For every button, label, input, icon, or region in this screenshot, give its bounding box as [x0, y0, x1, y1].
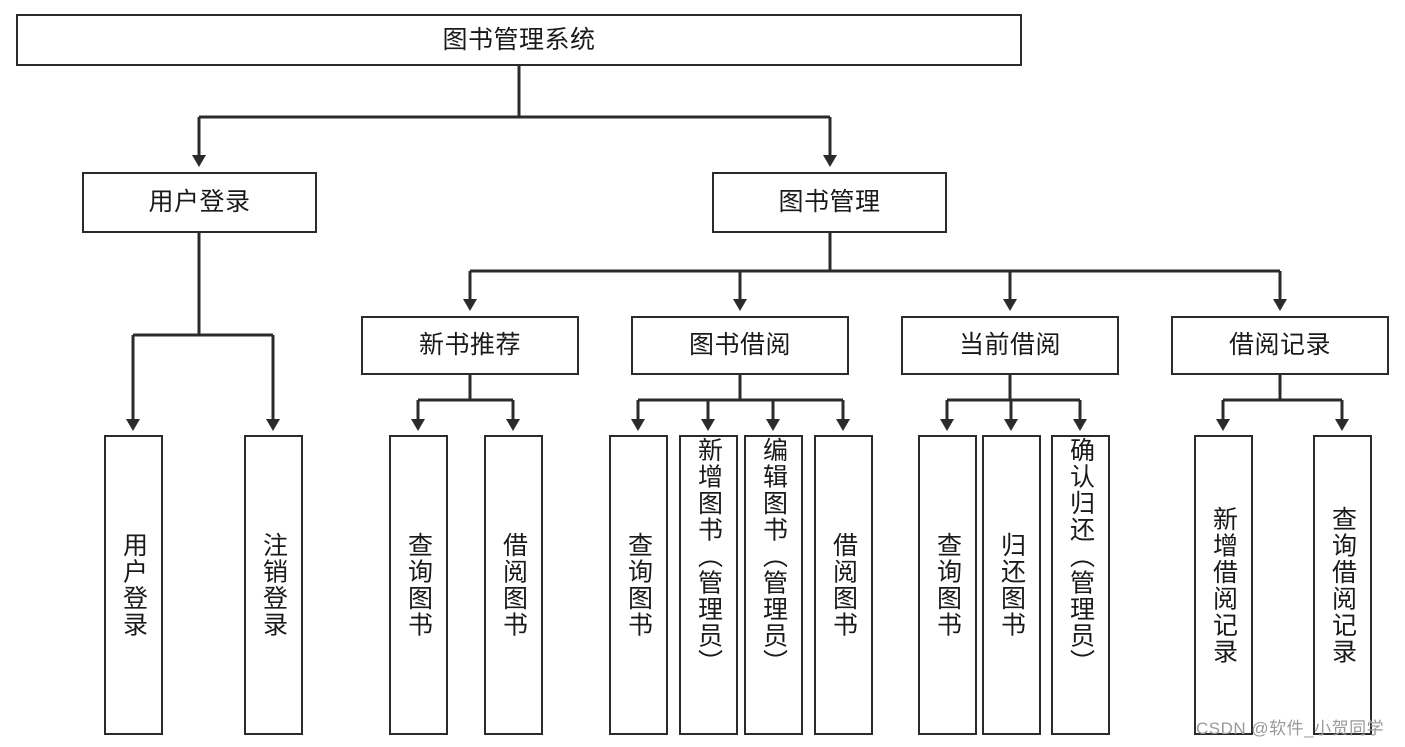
node-label: 借阅记录	[1228, 331, 1331, 359]
leaf-current-return-book[interactable]: 归还图书	[982, 435, 1041, 735]
leaf-user-login-login[interactable]: 用户登录	[104, 435, 163, 735]
node-label: 图书管理系统	[442, 25, 596, 54]
node-label: 编辑图书（管理员）	[759, 437, 788, 676]
node-label: 归还图书	[997, 532, 1026, 638]
node-root-book-management-system[interactable]: 图书管理系统	[16, 14, 1022, 66]
node-label: 当前借阅	[958, 331, 1061, 359]
node-book-borrow[interactable]: 图书借阅	[631, 316, 849, 375]
leaf-user-login-logout[interactable]: 注销登录	[244, 435, 303, 735]
node-user-login[interactable]: 用户登录	[82, 172, 317, 233]
node-label: 用户登录	[119, 532, 148, 638]
node-borrow-record[interactable]: 借阅记录	[1171, 316, 1389, 375]
leaf-borrow-query-book[interactable]: 查询图书	[609, 435, 668, 735]
node-book-management[interactable]: 图书管理	[712, 172, 947, 233]
node-label: 借阅图书	[829, 532, 858, 638]
node-new-book-recommend[interactable]: 新书推荐	[361, 316, 579, 375]
node-label: 确认归还（管理员）	[1066, 437, 1095, 676]
node-label: 新书推荐	[418, 331, 521, 359]
leaf-current-confirm-return-admin[interactable]: 确认归还（管理员）	[1051, 435, 1110, 735]
leaf-recommend-query-book[interactable]: 查询图书	[389, 435, 448, 735]
node-label: 借阅图书	[499, 532, 528, 638]
leaf-record-query-record[interactable]: 查询借阅记录	[1313, 435, 1372, 735]
leaf-borrow-borrow-book[interactable]: 借阅图书	[814, 435, 873, 735]
node-label: 新增借阅记录	[1209, 505, 1238, 665]
node-label: 新增图书（管理员）	[694, 437, 723, 676]
leaf-borrow-edit-book-admin[interactable]: 编辑图书（管理员）	[744, 435, 803, 735]
node-label: 用户登录	[148, 188, 251, 216]
node-label: 查询图书	[933, 532, 962, 638]
node-label: 查询借阅记录	[1328, 505, 1357, 665]
leaf-recommend-borrow-book[interactable]: 借阅图书	[484, 435, 543, 735]
node-label: 图书管理	[778, 188, 881, 216]
leaf-record-add-record[interactable]: 新增借阅记录	[1194, 435, 1253, 735]
leaf-current-query-book[interactable]: 查询图书	[918, 435, 977, 735]
node-label: 查询图书	[404, 532, 433, 638]
leaf-borrow-add-book-admin[interactable]: 新增图书（管理员）	[679, 435, 738, 735]
node-current-borrow[interactable]: 当前借阅	[901, 316, 1119, 375]
node-label: 查询图书	[624, 532, 653, 638]
node-label: 图书借阅	[688, 331, 791, 359]
node-label: 注销登录	[259, 532, 288, 638]
